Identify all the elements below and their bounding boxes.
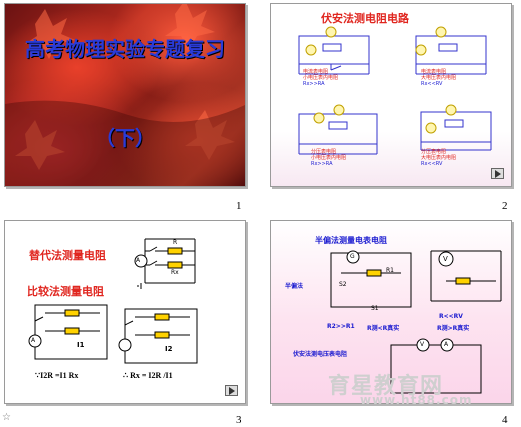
- formula-given: ∵I2R =I1 Rx: [35, 371, 79, 380]
- ammeter-label: A: [136, 257, 141, 264]
- play-arrow-icon: [494, 169, 501, 178]
- maple-leaves-image: [5, 4, 245, 186]
- watermark-logo-text: 育星教育网: [328, 374, 444, 399]
- galvanometer-label: G: [350, 253, 355, 260]
- page-number-2: 2: [502, 200, 508, 212]
- page-number-3: 3: [236, 414, 242, 426]
- watermark-url: www.ht88.com: [360, 393, 473, 407]
- voltmeter-label-2: V: [420, 341, 425, 348]
- circuit-diagram-substitution: [28, 238, 198, 364]
- next-slide-button[interactable]: [225, 385, 238, 396]
- voltmeter-label: V: [443, 255, 448, 263]
- slide-thumbnail-3[interactable]: 替代法测量电阻 比较法测量电阻: [4, 220, 246, 404]
- next-slide-button[interactable]: [491, 168, 504, 179]
- current-i2-label: I2: [165, 345, 173, 353]
- circuit-diagram-1: [298, 26, 492, 155]
- slide-4-heading-voltammeter: 伏安法测电压表电阻: [293, 351, 348, 358]
- condition-4: R测>R真实: [437, 325, 470, 332]
- condition-2: R测<R真实: [367, 325, 400, 332]
- play-arrow-icon: [228, 386, 235, 395]
- condition-1: R2>>R1: [327, 323, 355, 330]
- circuit-diagram-half-deflection: [330, 250, 502, 394]
- resistor-r1-label: R1: [386, 267, 394, 274]
- resistor-r-label: R: [173, 239, 178, 246]
- method-label: 半偏法: [285, 283, 304, 290]
- slide-2-title: 伏安法测电阻电路: [321, 12, 409, 25]
- slide-4-heading-half-deflection: 半偏法测量电表电阻: [315, 236, 387, 245]
- slide-thumbnail-1[interactable]: 高考物理实验专题复习 （下）: [4, 3, 246, 187]
- slide-3-heading-comparison: 比较法测量电阻: [27, 285, 104, 298]
- switch-s2-label: S2: [339, 281, 347, 288]
- condition-3: R<<RV: [439, 313, 463, 320]
- ammeter-label: A: [444, 341, 449, 348]
- slide-1-title: 高考物理实验专题复习: [25, 37, 225, 61]
- slide-thumbnail-4[interactable]: 半偏法测量电表电阻 半偏法 G V V A R1 S2 S1 R2>>R1 R测…: [270, 220, 512, 404]
- formula-result: ∴ Rx = I2R /I1: [123, 371, 173, 380]
- slide-3-heading-substitution: 替代法测量电阻: [29, 249, 106, 262]
- page-number-1: 1: [236, 200, 242, 212]
- page-number-4: 4: [502, 414, 508, 426]
- switch-s1-label: S1: [371, 305, 379, 312]
- resistor-rx-label: Rx: [171, 269, 179, 276]
- current-i1-label: I1: [77, 341, 85, 349]
- slide-1-subtitle: （下）: [95, 126, 155, 150]
- star-icon: ☆: [2, 412, 11, 423]
- slide-thumbnail-2[interactable]: 伏安法测电阻电路: [270, 3, 512, 187]
- ammeter-label-2: A: [31, 337, 36, 344]
